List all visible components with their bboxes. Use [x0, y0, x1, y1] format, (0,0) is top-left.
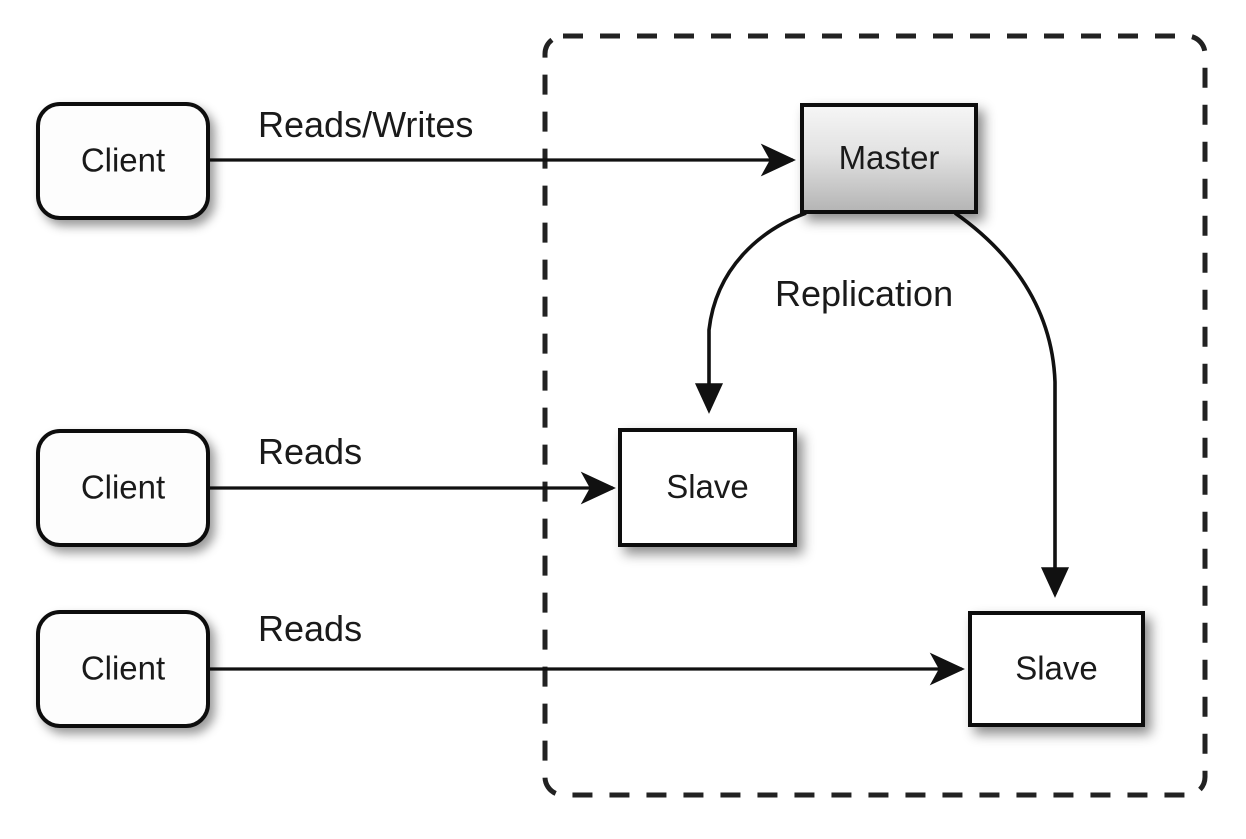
edge-label-layer: Reads/Writes Reads Reads Replication [258, 104, 953, 649]
client-label: Client [81, 650, 165, 687]
edge-label-replication: Replication [775, 273, 953, 314]
node-client-1[interactable]: Client [36, 102, 210, 220]
client-box[interactable] [36, 429, 210, 547]
client-box[interactable] [36, 610, 210, 728]
master-label: Master [839, 139, 940, 176]
edge-label-reads-writes: Reads/Writes [258, 104, 473, 145]
slave-box[interactable] [618, 428, 797, 547]
slave-label: Slave [666, 468, 749, 505]
slave-label: Slave [1015, 650, 1098, 687]
client-box[interactable] [36, 102, 210, 220]
slave-box[interactable] [968, 611, 1145, 727]
client-label: Client [81, 142, 165, 179]
node-client-2[interactable]: Client [36, 429, 210, 547]
database-cluster-boundary [542, 33, 1208, 798]
node-slave-2[interactable]: Slave [968, 611, 1145, 727]
master-box[interactable] [800, 103, 978, 214]
edge-label-reads-slave2: Reads [258, 608, 362, 649]
edge-master-to-slave1 [694, 211, 807, 414]
client-label: Client [81, 469, 165, 506]
node-slave-1[interactable]: Slave [618, 428, 797, 547]
node-client-3[interactable]: Client [36, 610, 210, 728]
node-master[interactable]: Master [800, 103, 978, 214]
edge-layer [208, 143, 1070, 686]
edge-label-reads-slave1: Reads [258, 431, 362, 472]
edge-master-to-slave2 [953, 211, 1070, 598]
